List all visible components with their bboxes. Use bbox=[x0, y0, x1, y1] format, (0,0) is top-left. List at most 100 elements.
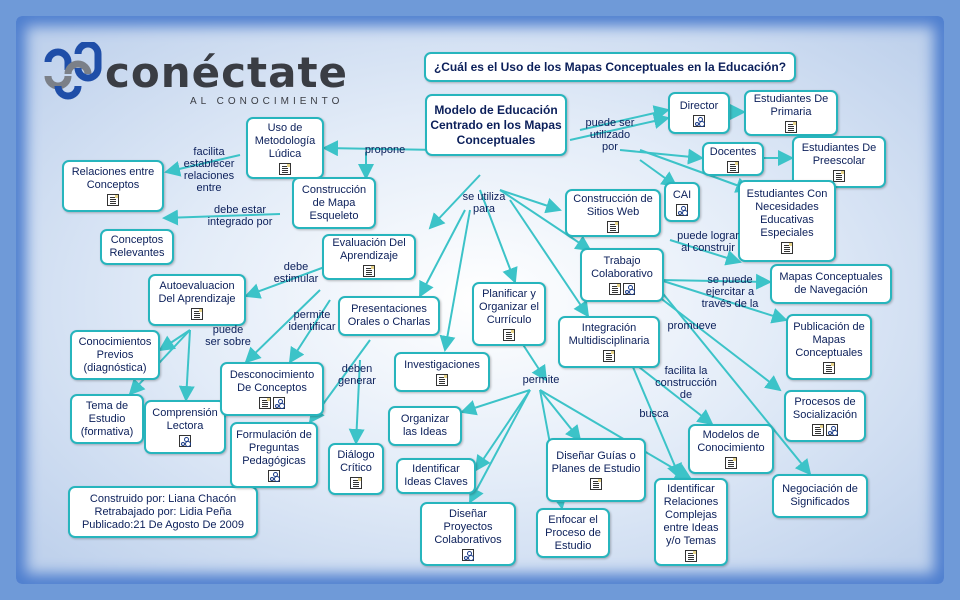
concept-modelos[interactable]: Modelos de Conocimiento bbox=[688, 424, 774, 474]
link-arrow bbox=[128, 329, 191, 396]
concept-relaciones[interactable]: Relaciones entre Conceptos bbox=[62, 160, 164, 212]
concept-enfocar[interactable]: Enfocar el Proceso de Estudio bbox=[536, 508, 610, 558]
document-icon[interactable] bbox=[259, 397, 271, 409]
network-icon[interactable] bbox=[273, 397, 285, 409]
concept-trabajo[interactable]: Trabajo Colaborativo bbox=[580, 248, 664, 302]
link-label-debe-estimular: debe estimular bbox=[273, 261, 319, 285]
concept-ludica[interactable]: Uso de Metodología Lúdica bbox=[246, 117, 324, 179]
concept-autoeval[interactable]: Autoevaluacion Del Aprendizaje bbox=[148, 274, 246, 326]
link-label-se-utiliza: se utiliza para bbox=[462, 191, 506, 215]
concept-procesos[interactable]: Procesos de Socialización bbox=[784, 390, 866, 442]
concept-organizar[interactable]: Organizar las Ideas bbox=[388, 406, 462, 446]
document-icon[interactable] bbox=[609, 283, 621, 295]
concept-desconocimiento[interactable]: Desconocimiento De Conceptos bbox=[220, 362, 324, 416]
document-icon[interactable] bbox=[607, 221, 619, 233]
link-arrow bbox=[569, 113, 670, 141]
concept-publicacion[interactable]: Publicación de Mapas Conceptuales bbox=[786, 314, 872, 380]
concept-negociacion[interactable]: Negociación de Significados bbox=[772, 474, 868, 518]
document-icon[interactable] bbox=[590, 478, 602, 490]
link-arrow bbox=[460, 389, 531, 416]
link-arrow bbox=[659, 273, 772, 290]
link-arrow bbox=[474, 389, 531, 472]
title-question: ¿Cuál es el Uso de los Mapas Conceptuale… bbox=[424, 52, 796, 82]
concept-formulacion[interactable]: Formulación de Preguntas Pedagógicas bbox=[230, 422, 318, 488]
concept-disenar-guias[interactable]: Diseñar Guías o Planes de Estudio bbox=[546, 438, 646, 502]
concept-sitios[interactable]: Construcción de Sitios Web bbox=[565, 189, 661, 237]
link-arrow bbox=[244, 289, 321, 364]
logo-tagline: AL CONOCIMIENTO bbox=[190, 96, 344, 107]
concept-previos[interactable]: Conocimientos Previos (diagnóstica) bbox=[70, 330, 160, 380]
document-icon[interactable] bbox=[781, 242, 793, 254]
document-icon[interactable] bbox=[725, 457, 737, 469]
link-label-debe-integrado: debe estar integrado por bbox=[207, 204, 273, 228]
network-icon[interactable] bbox=[179, 435, 191, 447]
concept-esqueleto[interactable]: Construcción de Mapa Esqueleto bbox=[292, 177, 376, 229]
network-icon[interactable] bbox=[693, 114, 705, 127]
network-icon[interactable] bbox=[676, 203, 688, 216]
concept-navegacion[interactable]: Mapas Conceptuales de Navegación bbox=[770, 264, 892, 304]
document-icon[interactable] bbox=[603, 350, 615, 362]
document-icon[interactable] bbox=[685, 549, 697, 562]
concept-planificar[interactable]: Planificar y Organizar el Currículo bbox=[472, 282, 546, 346]
network-icon[interactable] bbox=[826, 424, 838, 436]
link-arrow bbox=[659, 279, 788, 324]
concept-necesidades[interactable]: Estudiantes Con Necesidades Educativas E… bbox=[738, 180, 836, 262]
link-arrow bbox=[322, 140, 441, 157]
concept-primaria[interactable]: Estudiantes De Primaria bbox=[744, 90, 838, 136]
link-arrow bbox=[649, 289, 782, 392]
document-icon[interactable] bbox=[727, 160, 739, 173]
link-arrow bbox=[469, 389, 531, 504]
concept-integracion[interactable]: Integración Multidisciplinaria bbox=[558, 316, 660, 368]
document-icon[interactable] bbox=[436, 373, 448, 386]
concept-presentaciones[interactable]: Presentaciones Orales o Charlas bbox=[338, 296, 440, 336]
link-arrow bbox=[539, 389, 692, 480]
concept-director[interactable]: Director bbox=[668, 92, 730, 134]
link-arrow bbox=[162, 209, 281, 226]
concept-comprension[interactable]: Comprensión Lectora bbox=[144, 400, 226, 454]
concept-investigaciones[interactable]: Investigaciones bbox=[394, 352, 490, 392]
document-icon[interactable] bbox=[279, 162, 291, 175]
link-arrow bbox=[439, 209, 471, 352]
concept-cai[interactable]: CAI bbox=[664, 182, 700, 222]
document-icon[interactable] bbox=[812, 424, 824, 436]
network-icon[interactable] bbox=[268, 469, 280, 482]
link-label-pueden-lograr: puede lograr al construir bbox=[677, 230, 739, 254]
link-arrow bbox=[659, 289, 812, 476]
document-icon[interactable] bbox=[191, 308, 203, 320]
document-icon[interactable] bbox=[503, 328, 515, 341]
document-icon[interactable] bbox=[350, 477, 362, 489]
link-arrow bbox=[348, 359, 365, 445]
link-label-se-puede: se puede ejercitar a través de la bbox=[701, 274, 759, 310]
link-label-permite-identificar: permite identificar bbox=[288, 309, 336, 333]
link-arrow bbox=[509, 199, 590, 318]
link-arrow bbox=[629, 359, 682, 480]
concept-identificar-claves[interactable]: Identificar Ideas Claves bbox=[396, 458, 476, 494]
link-arrow bbox=[244, 264, 331, 299]
document-icon[interactable] bbox=[823, 361, 835, 374]
link-arrow bbox=[639, 149, 752, 193]
link-arrow bbox=[499, 189, 592, 252]
concept-docentes[interactable]: Docentes bbox=[702, 142, 764, 176]
document-icon[interactable] bbox=[363, 265, 375, 277]
concept-relevantes[interactable]: Conceptos Relevantes bbox=[100, 229, 174, 265]
link-label-permite: permite bbox=[522, 374, 560, 386]
link-label-deben-generar: deben generar bbox=[338, 363, 376, 387]
concept-evaluacion[interactable]: Evaluación Del Aprendizaje bbox=[322, 234, 416, 280]
concept-disenar-proyectos[interactable]: Diseñar Proyectos Colaborativos bbox=[420, 502, 516, 566]
link-arrow bbox=[519, 339, 548, 382]
concept-identificar-relaciones[interactable]: Identificar Relaciones Complejas entre I… bbox=[654, 478, 728, 566]
concept-tema[interactable]: Tema de Estudio (formativa) bbox=[70, 394, 144, 444]
link-arrow bbox=[629, 359, 714, 426]
network-icon[interactable] bbox=[623, 283, 635, 295]
concept-preescolar[interactable]: Estudiantes De Preescolar bbox=[792, 136, 886, 188]
concept-dialogo[interactable]: Diálogo Crítico bbox=[328, 443, 384, 495]
link-arrow bbox=[579, 105, 670, 131]
concept-central[interactable]: Modelo de Educación Centrado en los Mapa… bbox=[425, 94, 567, 156]
document-icon[interactable] bbox=[785, 121, 797, 133]
document-icon[interactable] bbox=[107, 194, 119, 206]
network-icon[interactable] bbox=[462, 548, 474, 561]
link-label-facilita-construccion: facilita la construcción de bbox=[655, 365, 717, 401]
link-arrow bbox=[178, 329, 195, 402]
link-arrow bbox=[639, 159, 678, 188]
document-icon[interactable] bbox=[833, 170, 845, 182]
